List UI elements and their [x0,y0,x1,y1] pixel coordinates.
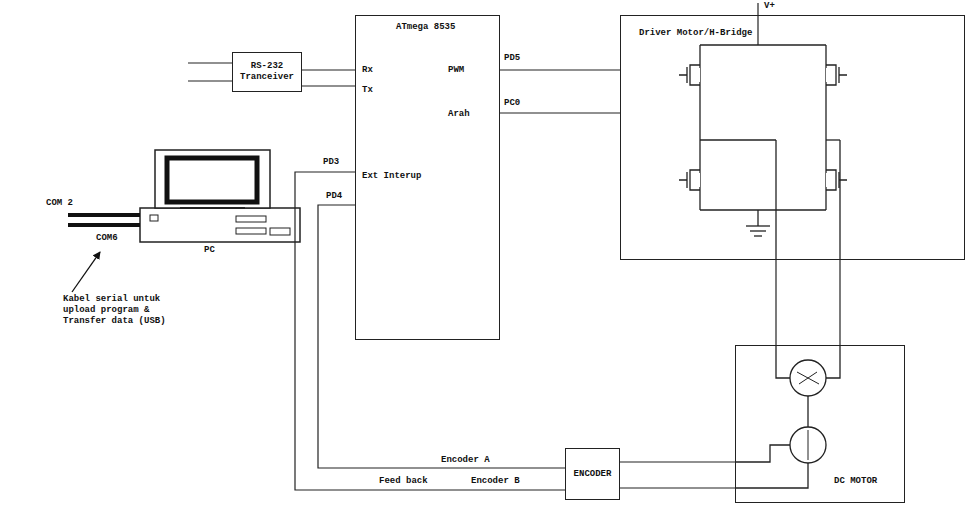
motor-box: DC MOTOR [735,345,905,503]
signal-wire [620,487,735,488]
supply-line [757,3,758,45]
signal-name: Encoder B [470,476,521,487]
pin-name: PD3 [322,157,340,168]
node-title: DC MOTOR [834,476,877,487]
signal-wire [620,461,735,462]
signal-wire [500,112,620,113]
microcontroller-box: ATmega 8535RxTx PWM ArahExt Interup [355,15,500,340]
motor-symbol [735,345,840,488]
port-name: COM6 [95,233,119,244]
signal-wire [500,69,620,70]
signal-wire [302,69,355,70]
pin-name: Rx [362,65,373,76]
encoder-box: ENCODER [565,448,620,500]
signal-wire [839,260,840,345]
transceiver-box: RS-232 Tranceiver [232,52,302,92]
signal-name: Encoder A [440,455,491,466]
node-title: RS-232 Tranceiver [233,61,301,83]
node-title: ENCODER [574,469,612,480]
pin-name: Arah [448,109,470,120]
signal-wire [295,172,565,490]
pin-name: PD4 [325,191,343,202]
signal-wire [302,85,355,86]
signal-name: Feed back [378,476,429,487]
pin-name: Tx [362,85,373,96]
signal-wire [775,260,776,345]
port-name: COM 2 [45,198,74,209]
driver-box: Driver Motor/H-Bridge [620,15,965,260]
pc-illustration [140,150,300,242]
note-text: Kabel serial untuk upload program & Tran… [62,294,192,327]
pc-node: PC [140,150,300,260]
supply-label: V+ [763,1,776,12]
pin-name: Ext Interup [362,171,421,182]
node-title: Driver Motor/H-Bridge [639,28,752,39]
serial-cable [68,215,140,225]
pointer-arrow [72,252,100,292]
rs232-input-wires [188,63,232,81]
node-title: ATmega 8535 [396,22,455,33]
mosfet-symbols [679,65,847,190]
node-title: PC [204,245,215,256]
pin-name: PWM [448,65,464,76]
h-bridge-schematic [700,45,840,260]
pin-name: PD5 [503,53,521,64]
pin-name: PC0 [503,98,521,109]
